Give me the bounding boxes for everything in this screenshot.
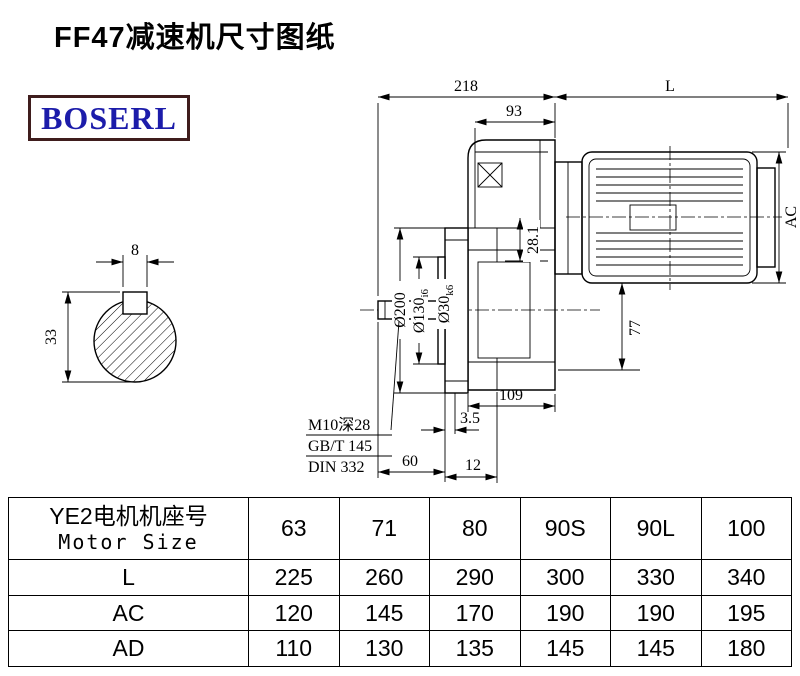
dim-L: L (665, 78, 675, 95)
cell: 260 (338, 559, 430, 596)
note-gb-standard: GB/T 145 (308, 438, 372, 455)
size-col-71: 71 (338, 497, 430, 560)
dim-key-width: 8 (131, 242, 139, 259)
dim-key-height: 33 (43, 329, 60, 345)
main-view: 218 L 93 AC 28.1 77 (306, 78, 800, 483)
diameter-dimensions: Ø200 Ø130i6 Ø30k6 (392, 227, 456, 394)
motor-fins (596, 168, 743, 266)
cell: 145 (338, 595, 430, 631)
motor-adapter (554, 161, 583, 275)
row-label: AD (8, 630, 249, 667)
motor-size-table: YE2电机机座号 Motor Size 63 71 80 90S 90L 100… (8, 497, 792, 667)
dim-12: 12 (465, 457, 481, 474)
table-row-AC: AC 120 145 170 190 190 195 (8, 595, 792, 631)
cell: 145 (519, 630, 611, 667)
dim-shaft-diameter: Ø30k6 (436, 284, 456, 323)
size-col-63: 63 (248, 497, 340, 560)
bearing-housing (477, 261, 531, 359)
cell: 120 (248, 595, 340, 631)
page-title: FF47减速机尺寸图纸 (54, 22, 336, 54)
cell: 110 (248, 630, 340, 667)
bolt-hole-symbol (477, 162, 503, 188)
table-header-row: YE2电机机座号 Motor Size 63 71 80 90S 90L 100 (8, 497, 792, 560)
fan-cover (756, 167, 776, 268)
dim-AC: AC (783, 206, 800, 228)
note-tap: M10深28 (308, 416, 370, 434)
dim-60: 60 (402, 453, 418, 470)
cell: 300 (519, 559, 611, 596)
cell: 340 (700, 559, 792, 596)
cell: 135 (429, 630, 521, 667)
dim-77: 77 (627, 320, 644, 336)
row-label: AC (8, 595, 249, 631)
dim-3-5: 3.5 (460, 410, 480, 427)
table-row-L: L 225 260 290 300 330 340 (8, 559, 792, 596)
cell: 130 (338, 630, 430, 667)
boserl-logo: BOSERL (28, 95, 190, 141)
shaft-section-view: 8 33 (43, 242, 177, 383)
tapped-hole-notes: M10深28 GB/T 145 DIN 332 (306, 320, 400, 476)
cell: 145 (610, 630, 702, 667)
ac-dimension: AC (752, 151, 800, 284)
size-col-90s: 90S (519, 497, 611, 560)
dim-93: 93 (506, 103, 522, 120)
note-din-standard: DIN 332 (308, 459, 364, 476)
dimension-drawing: 8 33 (43, 78, 800, 483)
cell: 225 (248, 559, 340, 596)
motor-nameplate (629, 204, 677, 231)
cell: 290 (429, 559, 521, 596)
dim-218: 218 (454, 78, 478, 95)
size-col-90l: 90L (610, 497, 702, 560)
row-label: L (8, 559, 249, 596)
cell: 180 (700, 630, 792, 667)
cell: 330 (610, 559, 702, 596)
header-en: Motor Size (58, 530, 199, 555)
size-col-80: 80 (429, 497, 521, 560)
dim-109: 109 (499, 387, 523, 404)
motor-body (581, 151, 758, 284)
boserl-logo-text: BOSERL (41, 99, 177, 136)
dim-flange-diameter: Ø200 (392, 292, 409, 328)
dim-28-1: 28.1 (525, 226, 542, 254)
gearbox-housing (467, 139, 556, 391)
top-dimensions: 218 L 93 (377, 78, 789, 296)
dim-spigot-diameter: Ø130i6 (411, 288, 431, 333)
cell: 170 (429, 595, 521, 631)
header-motor-size: YE2电机机座号 Motor Size (8, 497, 249, 560)
cell: 190 (610, 595, 702, 631)
size-col-100: 100 (700, 497, 792, 560)
cell: 195 (700, 595, 792, 631)
keyway (122, 291, 148, 315)
table-row-AD: AD 110 130 135 145 145 180 (8, 630, 792, 667)
header-cn: YE2电机机座号 (49, 502, 208, 529)
cell: 190 (519, 595, 611, 631)
